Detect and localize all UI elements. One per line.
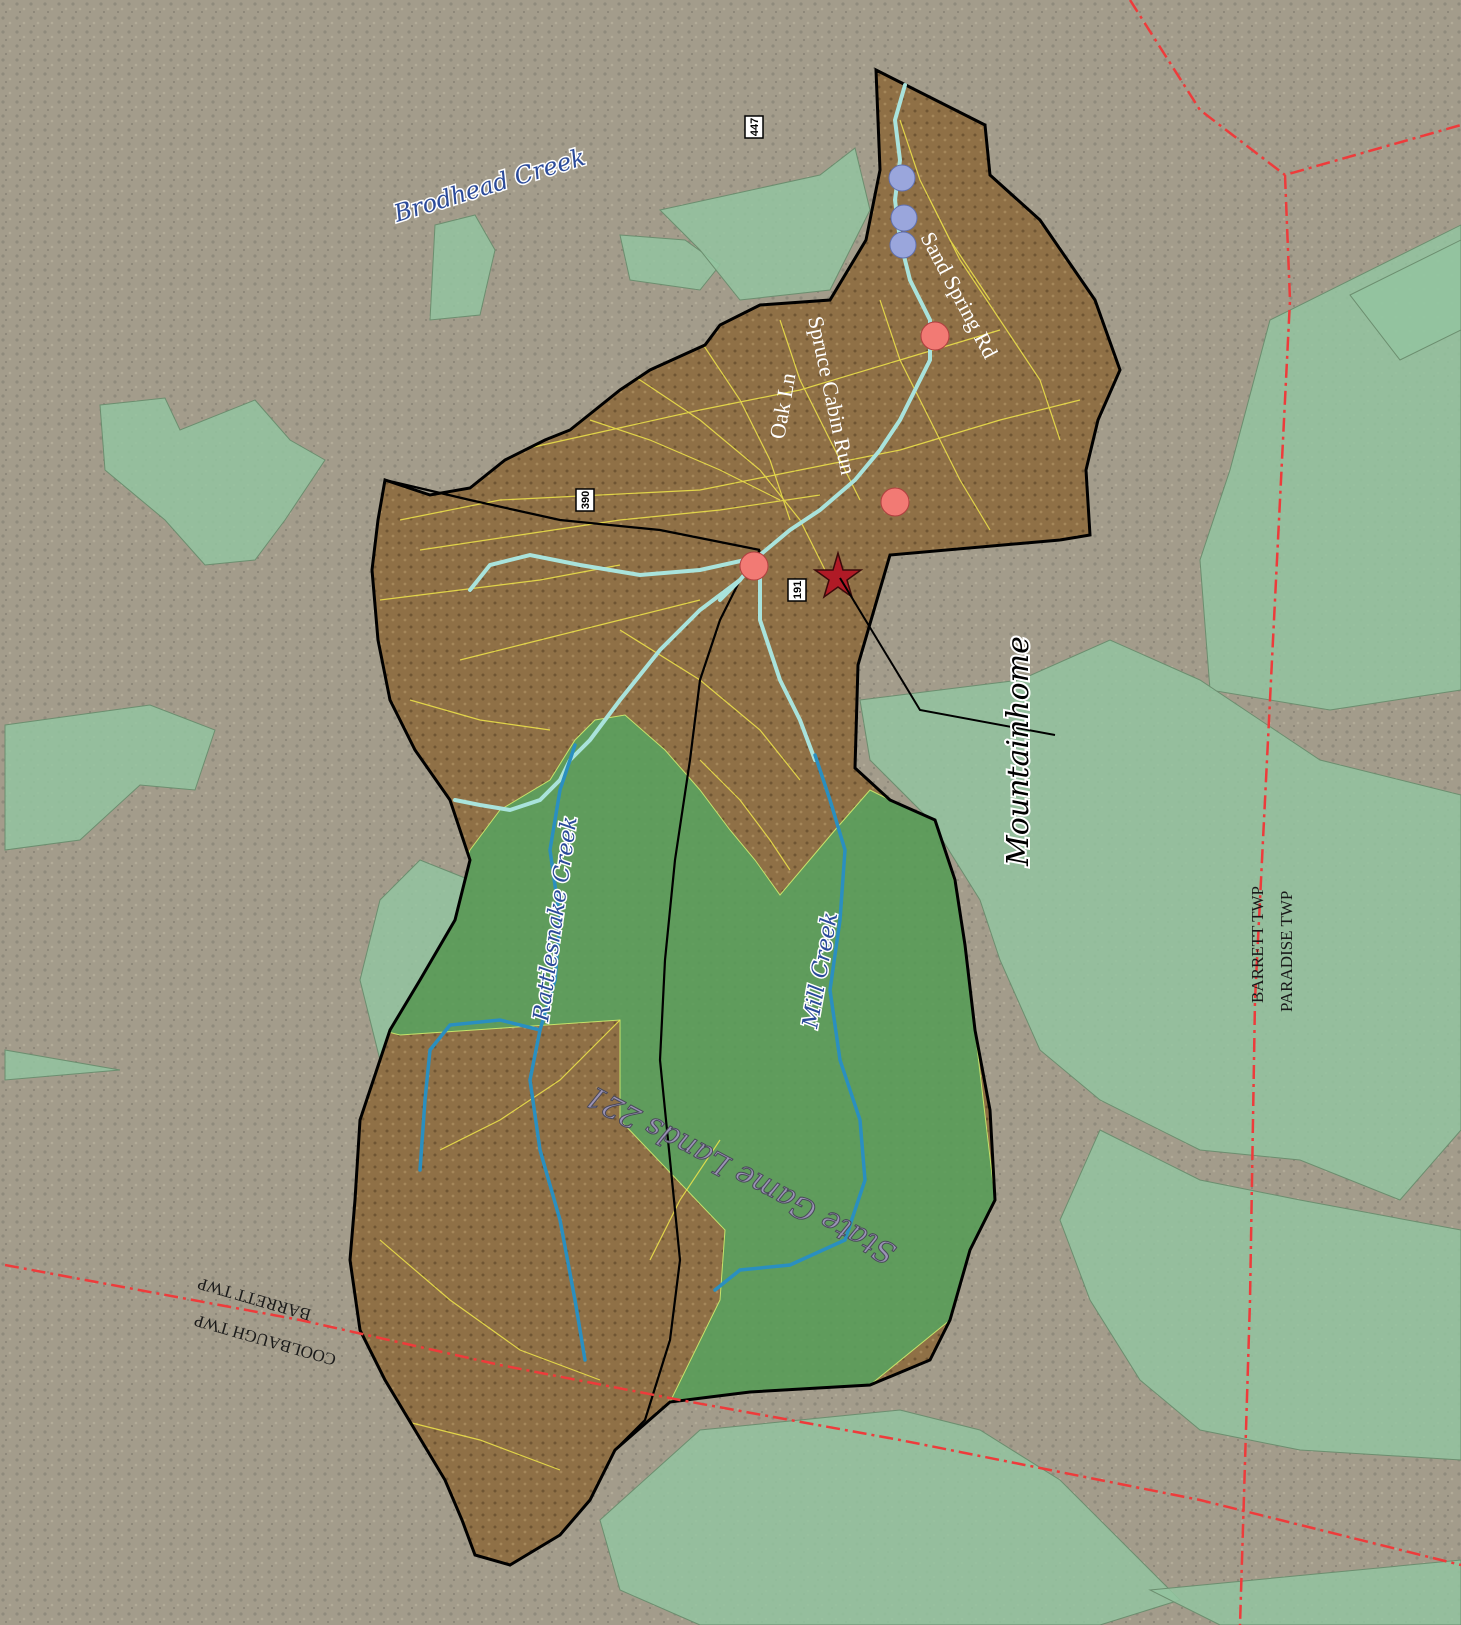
route-shield-447: 447 — [744, 115, 764, 139]
barrett-twp-east-label: BARRETT TWP — [1248, 886, 1267, 1003]
map-markers — [739, 164, 1056, 736]
subwatershed-divide-central — [614, 549, 761, 1451]
public-lands — [4, 147, 1461, 1625]
mountainhome-label: Mountainhome — [1001, 636, 1036, 867]
route-shield-390: 390 — [575, 488, 595, 512]
rattlesnake-tributary-line — [418, 1018, 542, 1172]
mill-creek-line — [713, 753, 867, 1292]
blue-marker-1[interactable] — [888, 164, 916, 192]
main-creeks — [418, 743, 867, 1362]
red-marker-1[interactable] — [920, 321, 950, 351]
red-marker-3[interactable] — [739, 551, 769, 581]
subwatershed-divide-west — [384, 478, 761, 552]
watershed-boundary — [348, 67, 1122, 1567]
township-lines — [4, 0, 1461, 1625]
blue-marker-3[interactable] — [889, 231, 917, 259]
blue-marker-2[interactable] — [890, 204, 918, 232]
svg-text:447: 447 — [749, 118, 761, 136]
red-marker-2[interactable] — [880, 487, 910, 517]
star-marker[interactable] — [812, 550, 864, 599]
svg-text:390: 390 — [580, 491, 592, 509]
svg-text:191: 191 — [792, 581, 804, 599]
paradise-twp-label: PARADISE TWP — [1277, 891, 1296, 1012]
mountainhome-leader-line — [839, 577, 1056, 736]
route-shield-191: 191 — [787, 578, 807, 602]
